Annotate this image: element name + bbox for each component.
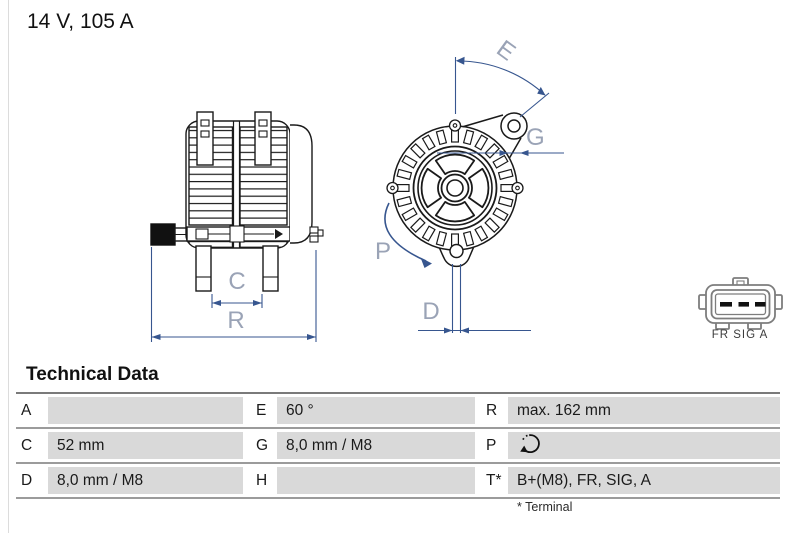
technical-data-table: A E 60 ° R max. 162 mm C 52 mm G 8,0 mm … (16, 392, 780, 499)
dimension-lines-front-view (384, 56, 564, 334)
page-title: 14 V, 105 A (27, 10, 134, 33)
dim-label-R: R (227, 307, 244, 334)
rotation-direction-icon (520, 434, 540, 454)
dim-label-G: G (526, 124, 545, 151)
value-E: 60 ° (277, 397, 475, 424)
connector-pins (720, 302, 766, 307)
dim-label-D: D (422, 298, 439, 325)
alternator-front-view (386, 112, 528, 268)
bottom-lug-hole (449, 243, 464, 259)
value-A (48, 397, 243, 424)
dim-label-P: P (375, 238, 391, 265)
value-C: 52 mm (48, 432, 243, 459)
row-label-G: G (243, 432, 277, 459)
connector-pictogram (698, 277, 783, 330)
table-row: D 8,0 mm / M8 H T* B+(M8), FR, SIG, A (16, 464, 780, 499)
shaft-pulley (150, 223, 176, 246)
row-label-R: R (475, 397, 508, 424)
value-G: 8,0 mm / M8 (277, 432, 475, 459)
terminal-footnote: * Terminal (517, 500, 573, 514)
row-label-P: P (475, 432, 508, 459)
table-row: C 52 mm G 8,0 mm / M8 P (16, 429, 780, 464)
value-T: B+(M8), FR, SIG, A (508, 467, 780, 494)
row-label-A: A (16, 397, 48, 424)
table-row: A E 60 ° R max. 162 mm (16, 394, 780, 429)
page-edge-line (8, 0, 9, 533)
value-D: 8,0 mm / M8 (48, 467, 243, 494)
connector-label: FR SIG A (712, 329, 769, 341)
technical-data-heading: Technical Data (26, 364, 159, 385)
value-H (277, 467, 475, 494)
dim-label-C: C (228, 268, 245, 295)
row-label-T: T* (475, 467, 508, 494)
row-label-D: D (16, 467, 48, 494)
shaft-center-hole (446, 179, 464, 197)
row-label-E: E (243, 397, 277, 424)
value-R: max. 162 mm (508, 397, 780, 424)
alternator-side-view (150, 111, 324, 292)
dimension-lines-side-view (150, 247, 317, 342)
dim-label-E: E (491, 35, 520, 66)
alternator-technical-drawing: C R (150, 35, 783, 342)
value-P (508, 432, 780, 459)
row-label-C: C (16, 432, 48, 459)
row-label-H: H (243, 467, 277, 494)
